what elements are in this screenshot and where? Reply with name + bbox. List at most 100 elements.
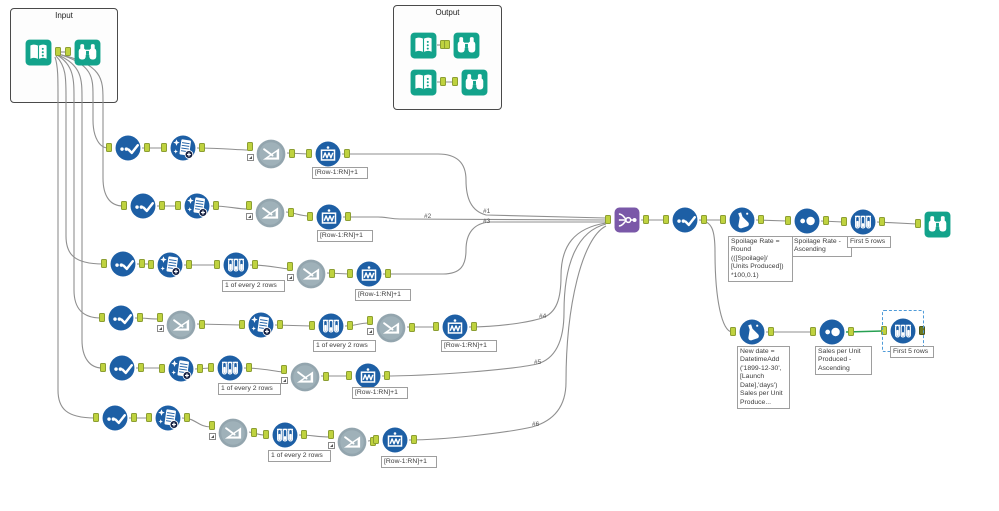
input-anchor[interactable] [148, 260, 154, 269]
macro-tool[interactable] [157, 310, 205, 340]
input-anchor[interactable] [99, 313, 105, 322]
sample-tool[interactable] [309, 313, 353, 339]
input-anchor[interactable] [106, 143, 112, 152]
sample-tool[interactable] [208, 355, 252, 381]
output-anchor[interactable] [139, 259, 145, 268]
input-anchor[interactable] [100, 363, 106, 372]
input-anchor[interactable] [93, 413, 99, 422]
generate-rows-tool[interactable] [159, 356, 203, 382]
output-anchor[interactable] [131, 413, 137, 422]
input-anchor[interactable] [785, 216, 791, 225]
input-anchor[interactable] [239, 320, 245, 329]
select-records-tool[interactable] [101, 251, 145, 277]
input-anchor[interactable] [214, 260, 220, 269]
input-anchor[interactable] [287, 262, 293, 271]
output-anchor[interactable] [186, 260, 192, 269]
output-anchor[interactable] [301, 430, 307, 439]
output-anchor[interactable] [758, 215, 764, 224]
input-anchor[interactable] [209, 421, 215, 430]
output-anchor[interactable] [701, 215, 707, 224]
browse-tool[interactable] [451, 69, 488, 96]
input-anchor[interactable] [605, 215, 611, 224]
sort-tool[interactable] [810, 319, 854, 345]
browse-tool[interactable] [64, 39, 101, 66]
output-anchor[interactable] [138, 363, 144, 372]
output-anchor[interactable] [197, 364, 203, 373]
union-tool[interactable] [605, 207, 649, 233]
output-anchor[interactable] [329, 269, 335, 278]
generate-rows-tool[interactable] [148, 252, 192, 278]
output-anchor[interactable] [768, 327, 774, 336]
output-anchor[interactable] [289, 149, 295, 158]
input-anchor[interactable] [881, 326, 887, 335]
input-anchor[interactable] [309, 321, 315, 330]
multi-row-formula-tool[interactable] [306, 141, 350, 167]
generate-rows-tool[interactable] [175, 193, 219, 219]
output-anchor[interactable] [137, 313, 143, 322]
input-anchor[interactable] [433, 322, 439, 331]
input-anchor[interactable] [306, 149, 312, 158]
output-anchor[interactable] [384, 371, 390, 380]
input-anchor[interactable] [159, 364, 165, 373]
input-anchor[interactable] [208, 363, 214, 372]
generate-rows-tool[interactable] [146, 405, 190, 431]
multi-row-formula-tool[interactable] [346, 363, 390, 389]
input-anchor[interactable] [161, 143, 167, 152]
macro-tool[interactable] [367, 313, 415, 343]
browse-tool[interactable] [914, 211, 951, 238]
output-anchor[interactable] [199, 320, 205, 329]
output-anchor[interactable] [159, 201, 165, 210]
output-anchor[interactable] [344, 149, 350, 158]
select-records-tool[interactable] [99, 305, 143, 331]
input-anchor[interactable] [307, 212, 313, 221]
sample-tool[interactable] [841, 209, 885, 235]
output-anchor[interactable] [199, 143, 205, 152]
output-anchor[interactable] [144, 143, 150, 152]
macro-tool[interactable] [281, 362, 329, 392]
input-anchor[interactable] [373, 435, 379, 444]
output-anchor[interactable] [347, 321, 353, 330]
input-anchor[interactable] [246, 201, 252, 210]
sample-tool[interactable] [263, 422, 307, 448]
input-anchor[interactable] [64, 47, 71, 56]
macro-tool[interactable] [287, 259, 335, 289]
formula-tool[interactable] [720, 207, 764, 233]
select-records-tool[interactable] [93, 405, 137, 431]
sample-tool[interactable] [214, 252, 258, 278]
generate-rows-tool[interactable] [161, 135, 205, 161]
output-anchor[interactable] [439, 77, 446, 86]
output-anchor[interactable] [411, 435, 417, 444]
multi-row-formula-tool[interactable] [307, 204, 351, 230]
output-anchor[interactable] [288, 208, 294, 217]
sample-tool[interactable] [881, 310, 925, 352]
multi-row-formula-tool[interactable] [373, 427, 417, 453]
multi-row-formula-tool[interactable] [347, 261, 391, 287]
input-data-tool[interactable] [410, 32, 446, 59]
input-anchor[interactable] [101, 259, 107, 268]
generate-rows-tool[interactable] [239, 312, 283, 338]
input-anchor[interactable] [810, 327, 816, 336]
macro-tool[interactable] [246, 198, 294, 228]
output-anchor[interactable] [252, 260, 258, 269]
output-anchor[interactable] [471, 322, 477, 331]
output-anchor[interactable] [823, 216, 829, 225]
input-anchor[interactable] [663, 215, 669, 224]
input-anchor[interactable] [841, 217, 847, 226]
input-data-tool[interactable] [25, 39, 61, 66]
output-anchor[interactable] [643, 215, 649, 224]
multi-row-formula-tool[interactable] [433, 314, 477, 340]
output-anchor[interactable] [409, 323, 415, 332]
input-anchor[interactable] [346, 371, 352, 380]
sort-tool[interactable] [785, 208, 829, 234]
macro-tool[interactable] [328, 427, 376, 457]
macro-tool[interactable] [247, 139, 295, 169]
input-anchor[interactable] [914, 219, 921, 228]
output-anchor[interactable] [345, 212, 351, 221]
output-anchor[interactable] [213, 201, 219, 210]
output-anchor[interactable] [246, 363, 252, 372]
select-records-tool[interactable] [106, 135, 150, 161]
input-anchor[interactable] [720, 215, 726, 224]
select-records-tool[interactable] [100, 355, 144, 381]
input-anchor[interactable] [247, 142, 253, 151]
input-anchor[interactable] [367, 316, 373, 325]
